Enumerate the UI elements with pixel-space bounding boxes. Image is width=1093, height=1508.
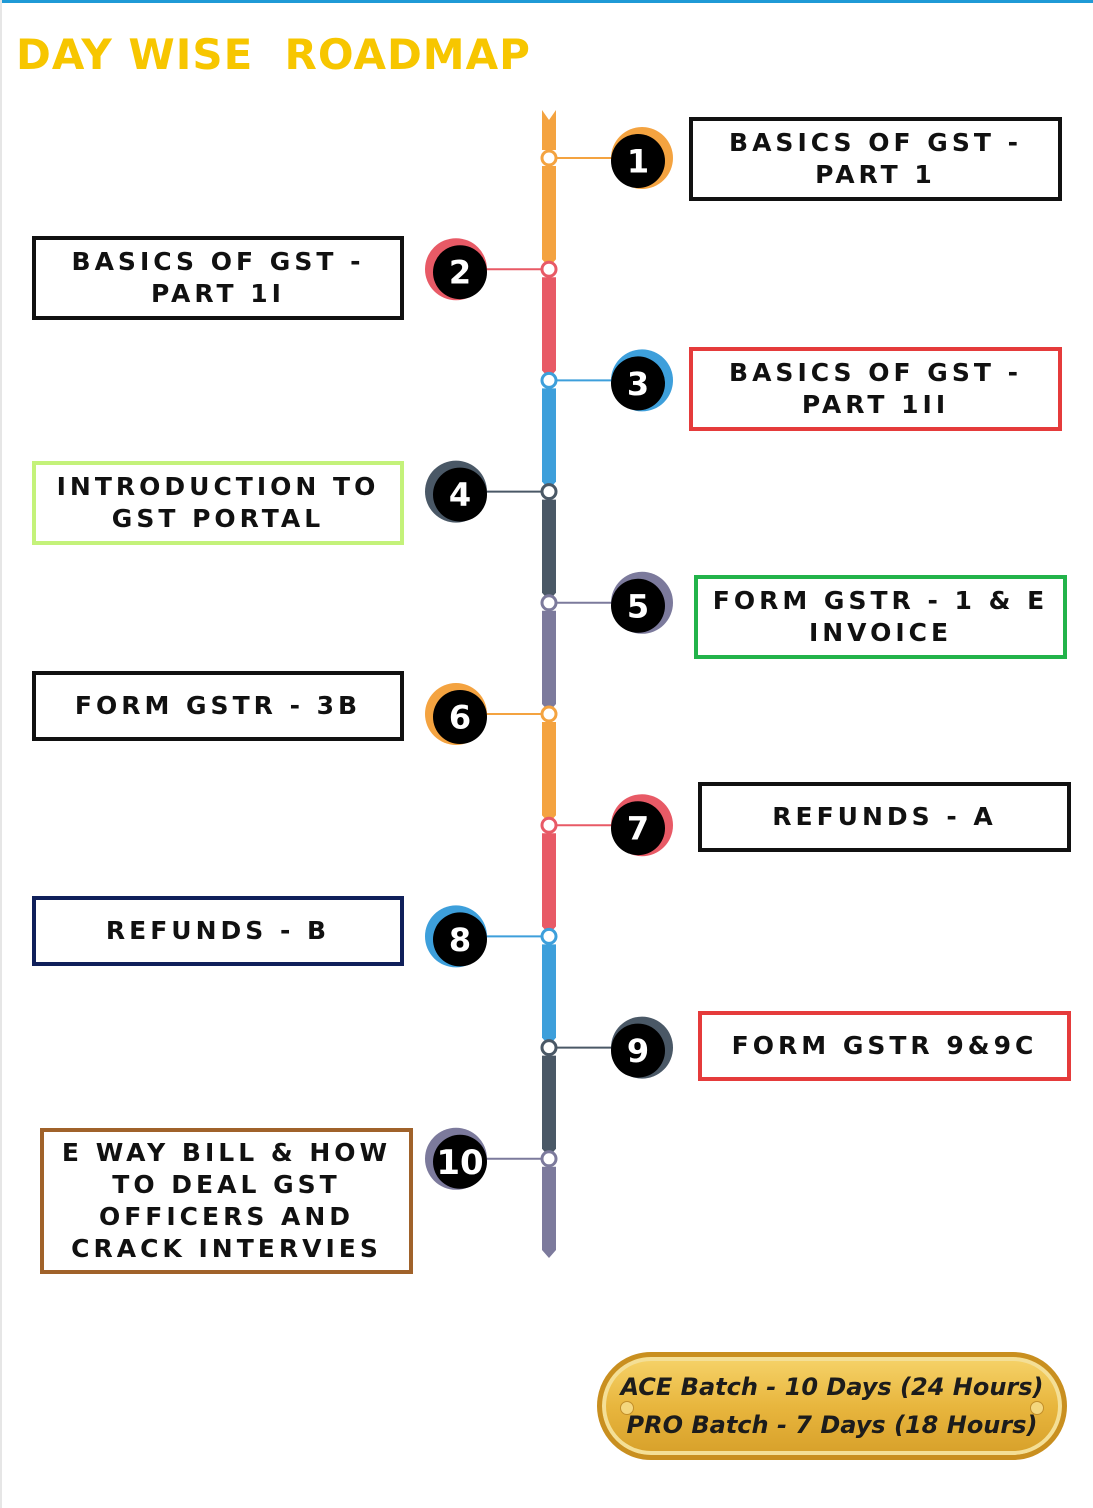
step-box-8: REFUNDS - B bbox=[32, 896, 404, 966]
step-number: 9 bbox=[627, 1032, 649, 1070]
step-box-4: INTRODUCTION TO GST PORTAL bbox=[32, 461, 404, 545]
step-label-line: INTRODUCTION TO bbox=[56, 472, 380, 501]
left-edge-line bbox=[0, 0, 2, 1508]
timeline-node bbox=[540, 927, 558, 945]
step-number: 6 bbox=[449, 699, 471, 737]
timeline-segment bbox=[542, 833, 556, 935]
step-number-circle bbox=[611, 578, 665, 633]
step-box-1: BASICS OF GST - PART 1 bbox=[689, 117, 1062, 201]
timeline-node bbox=[540, 1150, 558, 1168]
timeline-node bbox=[540, 149, 558, 167]
step-number-circle bbox=[611, 134, 665, 188]
timeline-segment bbox=[542, 944, 556, 1046]
step-label-line: GST PORTAL bbox=[111, 504, 325, 533]
step-number-circle bbox=[433, 245, 487, 300]
timeline-segment bbox=[542, 722, 556, 824]
step-box-7: REFUNDS - A bbox=[698, 782, 1071, 852]
badge-rivet-left bbox=[620, 1401, 634, 1415]
timeline-node bbox=[540, 260, 558, 278]
step-number-circle bbox=[611, 1023, 665, 1078]
step-number: 5 bbox=[627, 587, 649, 625]
step-label: REFUNDS - B bbox=[106, 915, 330, 947]
step-label-line: FORM GSTR 9&9C bbox=[731, 1031, 1038, 1060]
step-box-2: BASICS OF GST - PART 1I bbox=[32, 236, 404, 320]
step-number: 4 bbox=[449, 476, 471, 514]
step-label-line: TO DEAL GST bbox=[112, 1170, 341, 1199]
step-label: E WAY BILL & HOW TO DEAL GST OFFICERS AND C… bbox=[62, 1137, 391, 1265]
timeline-node bbox=[540, 371, 558, 389]
top-accent-line bbox=[0, 0, 1093, 3]
step-number-circle bbox=[611, 801, 665, 856]
step-label-line: REFUNDS - A bbox=[772, 802, 997, 831]
batch-badge: ACE Batch - 10 Days (24 Hours) PRO Batch… bbox=[597, 1352, 1067, 1460]
step-number: 2 bbox=[449, 254, 471, 292]
step-box-5: FORM GSTR - 1 & E INVOICE bbox=[694, 575, 1067, 659]
timeline-segment bbox=[542, 166, 556, 268]
step-label-line: INVOICE bbox=[808, 618, 953, 647]
timeline-segment bbox=[542, 1166, 556, 1258]
step-box-6: FORM GSTR - 3B bbox=[32, 671, 404, 741]
timeline-segment bbox=[542, 388, 556, 490]
step-label-line: BASICS OF GST - bbox=[729, 358, 1022, 387]
step-label-line: PART 1I bbox=[151, 279, 285, 308]
timeline-segment bbox=[542, 277, 556, 379]
step-box-9: FORM GSTR 9&9C bbox=[698, 1011, 1071, 1081]
timeline-node bbox=[540, 1039, 558, 1057]
timeline-segment bbox=[542, 1055, 556, 1157]
step-label-line: FORM GSTR - 1 & E bbox=[712, 586, 1049, 615]
timeline-node bbox=[540, 816, 558, 834]
timeline-node bbox=[540, 483, 558, 501]
timeline-node bbox=[540, 594, 558, 612]
step-label: INTRODUCTION TO GST PORTAL bbox=[57, 471, 380, 535]
ace-batch-text: ACE Batch - 10 Days (24 Hours) bbox=[620, 1373, 1044, 1401]
step-label-line: BASICS OF GST - bbox=[729, 128, 1022, 157]
timeline-segment-top bbox=[542, 110, 556, 150]
step-label: FORM GSTR - 3B bbox=[75, 690, 361, 722]
page-title: DAY WISE ROADMAP bbox=[16, 30, 531, 79]
pro-batch-text: PRO Batch - 7 Days (18 Hours) bbox=[626, 1411, 1038, 1439]
step-label-line: E WAY BILL & HOW bbox=[61, 1138, 392, 1167]
step-label-line: FORM GSTR - 3B bbox=[74, 691, 362, 720]
step-label: BASICS OF GST - PART 1I bbox=[72, 246, 365, 310]
step-label-line: PART 1II bbox=[801, 390, 950, 419]
timeline-segment bbox=[542, 499, 556, 601]
step-label: BASICS OF GST - PART 1II bbox=[729, 357, 1022, 421]
step-number: 1 bbox=[627, 143, 649, 181]
step-number: 10 bbox=[436, 1143, 483, 1183]
timeline-node bbox=[540, 705, 558, 723]
step-number-circle bbox=[433, 690, 487, 744]
step-label-line: BASICS OF GST - bbox=[71, 247, 365, 276]
step-box-3: BASICS OF GST - PART 1II bbox=[689, 347, 1062, 431]
step-label-line: OFFICERS AND bbox=[98, 1202, 355, 1231]
step-number-circle bbox=[433, 912, 487, 967]
badge-rivet-right bbox=[1030, 1401, 1044, 1415]
step-box-10: E WAY BILL & HOW TO DEAL GST OFFICERS AND C… bbox=[40, 1128, 413, 1274]
step-number: 7 bbox=[627, 810, 649, 848]
step-number: 3 bbox=[627, 365, 649, 403]
step-label-line: CRACK INTERVIES bbox=[71, 1234, 382, 1263]
step-label-line: PART 1 bbox=[815, 160, 936, 189]
step-label: REFUNDS - A bbox=[772, 801, 997, 833]
step-number: 8 bbox=[449, 921, 471, 959]
step-number-circle bbox=[611, 356, 665, 411]
step-label: FORM GSTR - 1 & E INVOICE bbox=[713, 585, 1048, 649]
step-number-circle bbox=[433, 1134, 487, 1189]
timeline-segment bbox=[542, 610, 556, 712]
step-label: BASICS OF GST - PART 1 bbox=[729, 127, 1022, 191]
step-label: FORM GSTR 9&9C bbox=[732, 1030, 1038, 1062]
step-label-line: REFUNDS - B bbox=[105, 916, 331, 945]
step-number-circle bbox=[433, 467, 487, 522]
